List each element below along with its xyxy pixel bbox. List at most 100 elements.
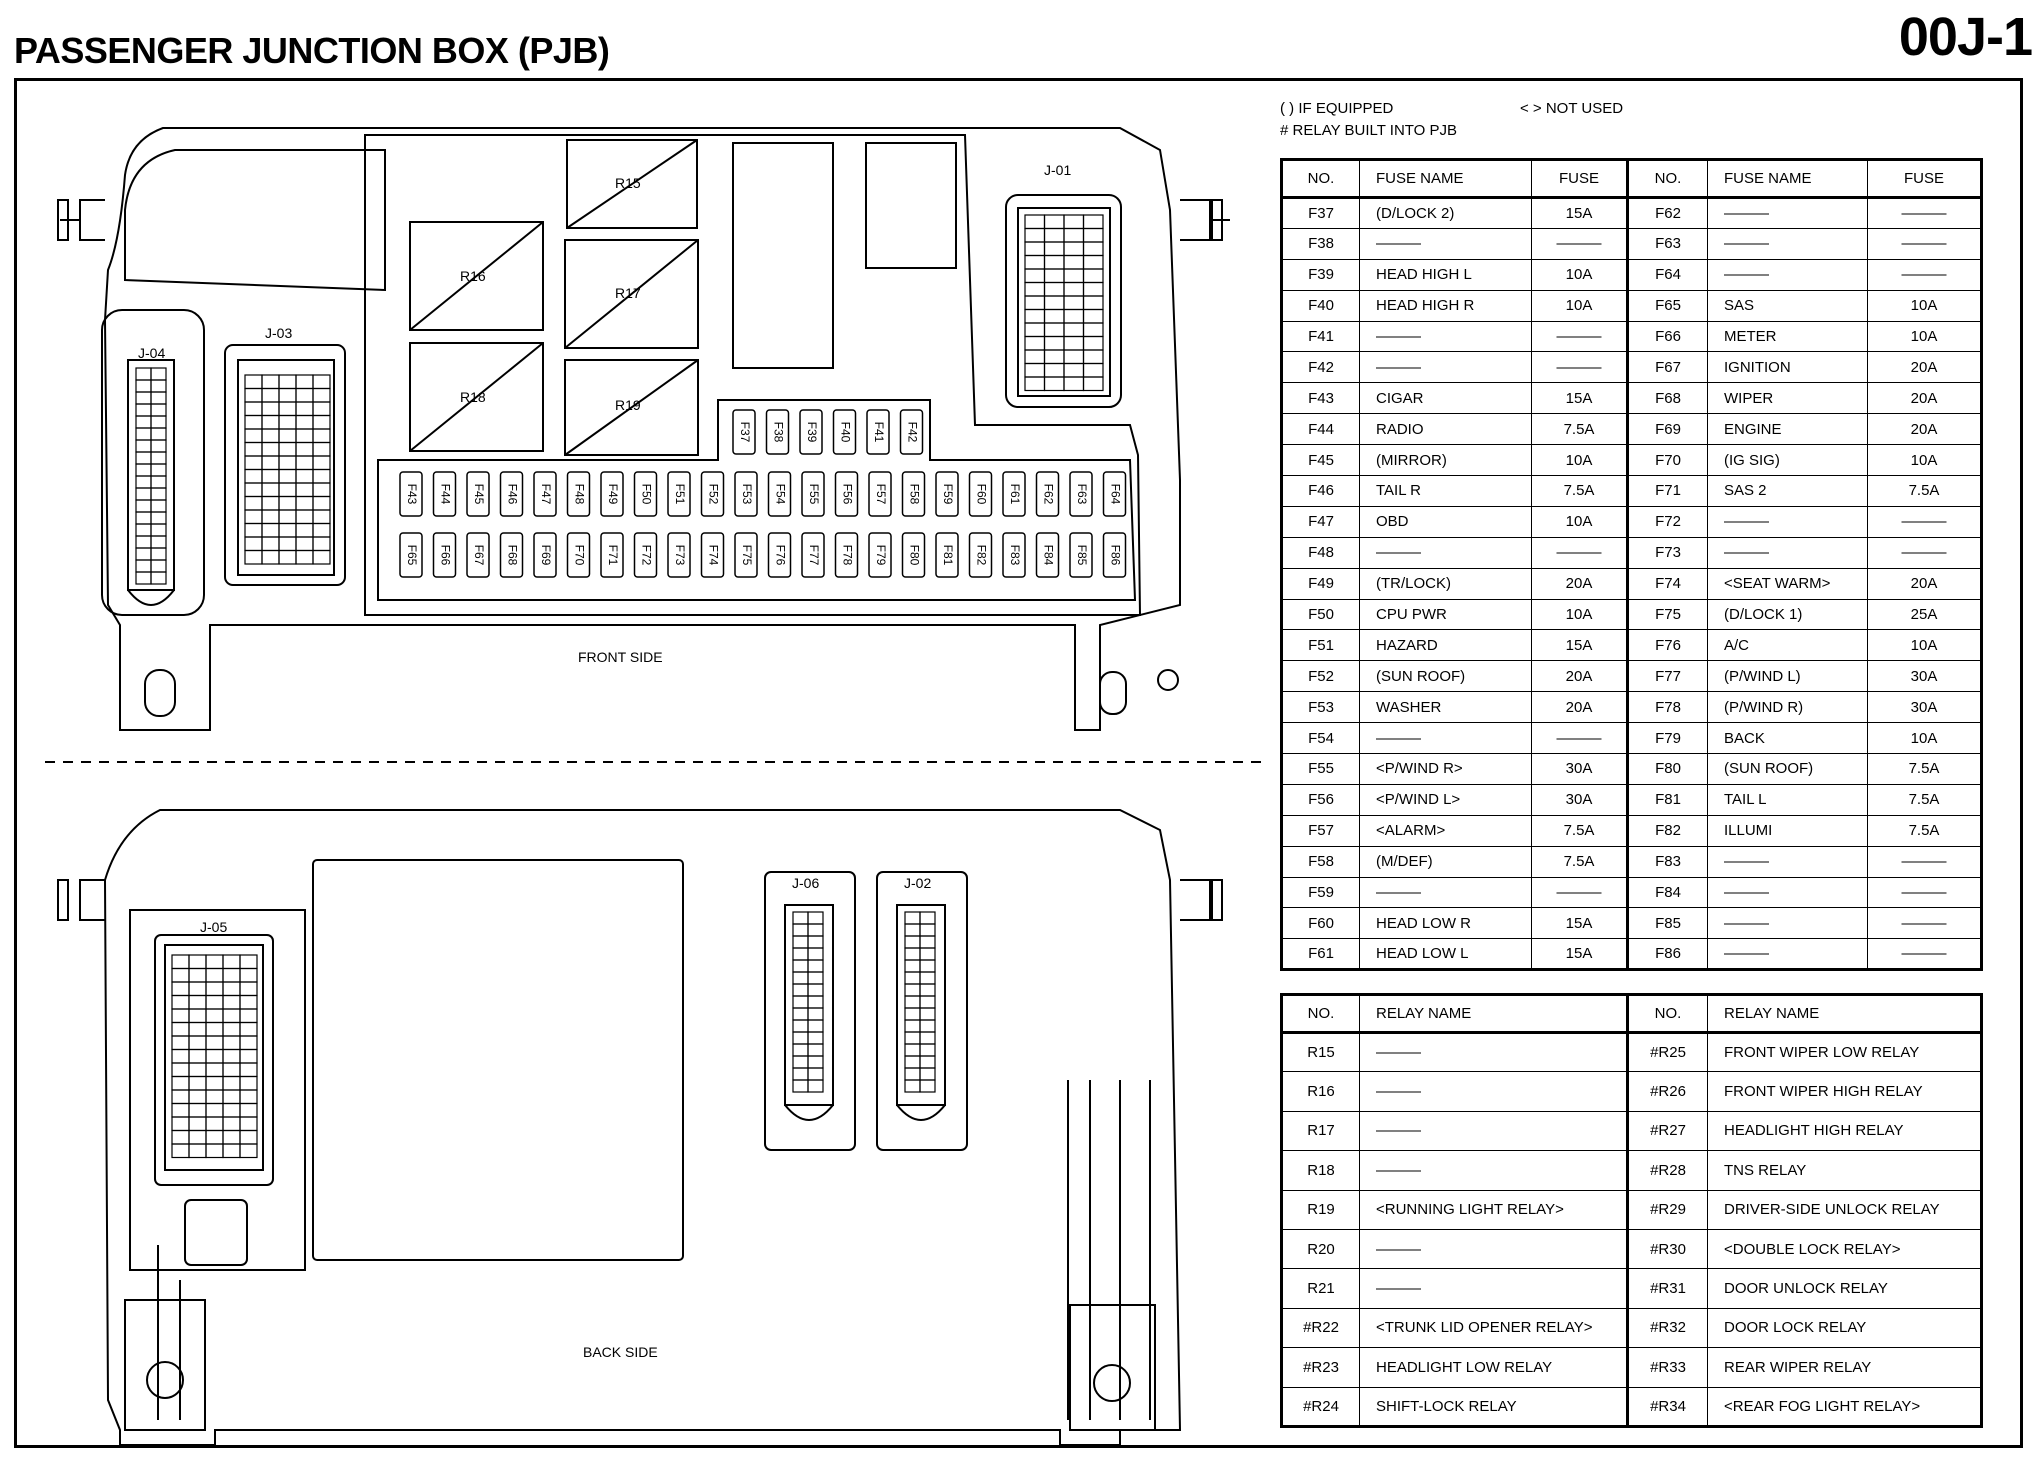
- fuse-rating: ———: [1867, 536, 1982, 569]
- fuse-name: ———: [1359, 536, 1532, 569]
- fuse-f63: F63: [1069, 471, 1093, 517]
- fuse-label: F73: [673, 545, 687, 566]
- fuse-number: F37: [1281, 197, 1360, 229]
- fuse-label: F37: [738, 422, 752, 443]
- relay-number: #R33: [1626, 1347, 1708, 1388]
- fuse-name: HEAD HIGH L: [1359, 258, 1532, 291]
- fuse-label: F70: [572, 545, 586, 566]
- fuse-number: F53: [1281, 691, 1360, 724]
- fuse-rating: 10A: [1531, 289, 1628, 322]
- fuse-rating: 7.5A: [1867, 783, 1982, 816]
- fuse-f70: F70: [566, 532, 591, 578]
- fuse-f39: F39: [799, 409, 823, 455]
- fuse-label: F48: [572, 484, 586, 505]
- fuse-number: F44: [1281, 413, 1360, 446]
- fuse-label: F61: [1008, 484, 1022, 505]
- fuse-f69: F69: [533, 532, 557, 578]
- relay-number: #R32: [1626, 1307, 1708, 1349]
- legend-if-equipped: ( ) IF EQUIPPED: [1280, 100, 1394, 117]
- fuse-label: F55: [807, 484, 821, 505]
- fuse-number: F80: [1626, 753, 1708, 785]
- fuse-label: F40: [838, 422, 852, 443]
- fuse-name: ———: [1707, 505, 1868, 538]
- connector-j01: [1005, 194, 1122, 408]
- relay-number: #R26: [1626, 1071, 1708, 1112]
- relay-name: <TRUNK LID OPENER RELAY>: [1359, 1307, 1628, 1349]
- relay-label-r15: R15: [615, 175, 641, 191]
- fuse-label: F47: [539, 484, 553, 505]
- connector-label-j03: J-03: [265, 325, 292, 341]
- fuse-label: F79: [874, 545, 888, 566]
- relay-number: R19: [1281, 1189, 1360, 1230]
- fuse-name: ———: [1707, 845, 1868, 878]
- header-relay-name-2: RELAY NAME: [1707, 994, 1982, 1034]
- relay-number: R21: [1281, 1268, 1360, 1309]
- fuse-f64: F64: [1102, 471, 1127, 517]
- relay-number: #R29: [1626, 1189, 1708, 1230]
- fuse-f62: F62: [1035, 471, 1060, 517]
- fuse-name: (M/DEF): [1359, 845, 1532, 878]
- j02-pins: [904, 911, 936, 1093]
- fuse-name: ———: [1359, 320, 1532, 353]
- fuse-number: F65: [1626, 289, 1708, 322]
- fuse-name: ———: [1707, 536, 1868, 569]
- relay-number: #R24: [1281, 1386, 1360, 1427]
- fuse-number: F71: [1626, 475, 1708, 507]
- fuse-label: F68: [505, 545, 519, 566]
- fuse-name: ENGINE: [1707, 413, 1868, 446]
- fuse-name: <ALARM>: [1359, 814, 1532, 847]
- connector-label-j01: J-01: [1044, 162, 1071, 178]
- relay-r18: [409, 342, 544, 452]
- fuse-rating: 7.5A: [1531, 413, 1628, 446]
- relay-name: SHIFT-LOCK RELAY: [1359, 1386, 1628, 1427]
- fuse-rating: 30A: [1867, 660, 1982, 693]
- fuse-f66: F66: [432, 532, 457, 578]
- fuse-label: F78: [840, 545, 854, 566]
- fuse-name: (MIRROR): [1359, 444, 1532, 477]
- fuse-f43: F43: [399, 471, 423, 517]
- back-housing-outline: [103, 809, 1182, 1446]
- fuse-label: F49: [606, 484, 620, 505]
- connector-label-j05: J-05: [200, 919, 227, 935]
- relay-row: R20———#R30<DOUBLE LOCK RELAY>: [1281, 1228, 1982, 1270]
- header-relay-no: NO.: [1281, 994, 1360, 1034]
- fuse-name: ———: [1359, 351, 1532, 384]
- fuse-number: F61: [1281, 938, 1360, 971]
- fuse-label: F74: [706, 545, 720, 566]
- fuse-name: HEAD LOW R: [1359, 907, 1532, 940]
- fuse-table-header: NO. FUSE NAME FUSE NO. FUSE NAME FUSE: [1281, 159, 1982, 199]
- fuse-label: F85: [1075, 545, 1089, 566]
- fuse-rating: 30A: [1867, 691, 1982, 724]
- fuse-rating: ———: [1867, 876, 1982, 909]
- fuse-f42: F42: [899, 409, 924, 455]
- connector-label-j06: J-06: [792, 875, 819, 891]
- relay-label-r19: R19: [615, 397, 641, 413]
- relay-name: ———: [1359, 1268, 1628, 1309]
- fuse-f81: F81: [935, 532, 959, 578]
- fuse-name: IGNITION: [1707, 351, 1868, 384]
- fuse-label: F41: [872, 422, 886, 443]
- relay-r16: [409, 221, 544, 331]
- fuse-name: (P/WIND L): [1707, 660, 1868, 693]
- fuse-number: F74: [1626, 567, 1708, 600]
- front-side-label: FRONT SIDE: [578, 649, 663, 665]
- relay-name: <RUNNING LIGHT RELAY>: [1359, 1189, 1628, 1230]
- header-relay-name: RELAY NAME: [1359, 994, 1628, 1034]
- relay-r17: [564, 239, 699, 349]
- fuse-name: ———: [1707, 227, 1868, 260]
- fuse-rating: ———: [1867, 907, 1982, 940]
- fuse-number: F59: [1281, 876, 1360, 909]
- fuse-f49: F49: [600, 471, 624, 517]
- fuse-label: F69: [539, 545, 553, 566]
- fuse-f47: F47: [533, 471, 557, 517]
- fuse-label: F59: [941, 484, 955, 505]
- fuse-number: F64: [1626, 258, 1708, 291]
- fuse-f67: F67: [466, 532, 490, 578]
- fuse-number: F85: [1626, 907, 1708, 940]
